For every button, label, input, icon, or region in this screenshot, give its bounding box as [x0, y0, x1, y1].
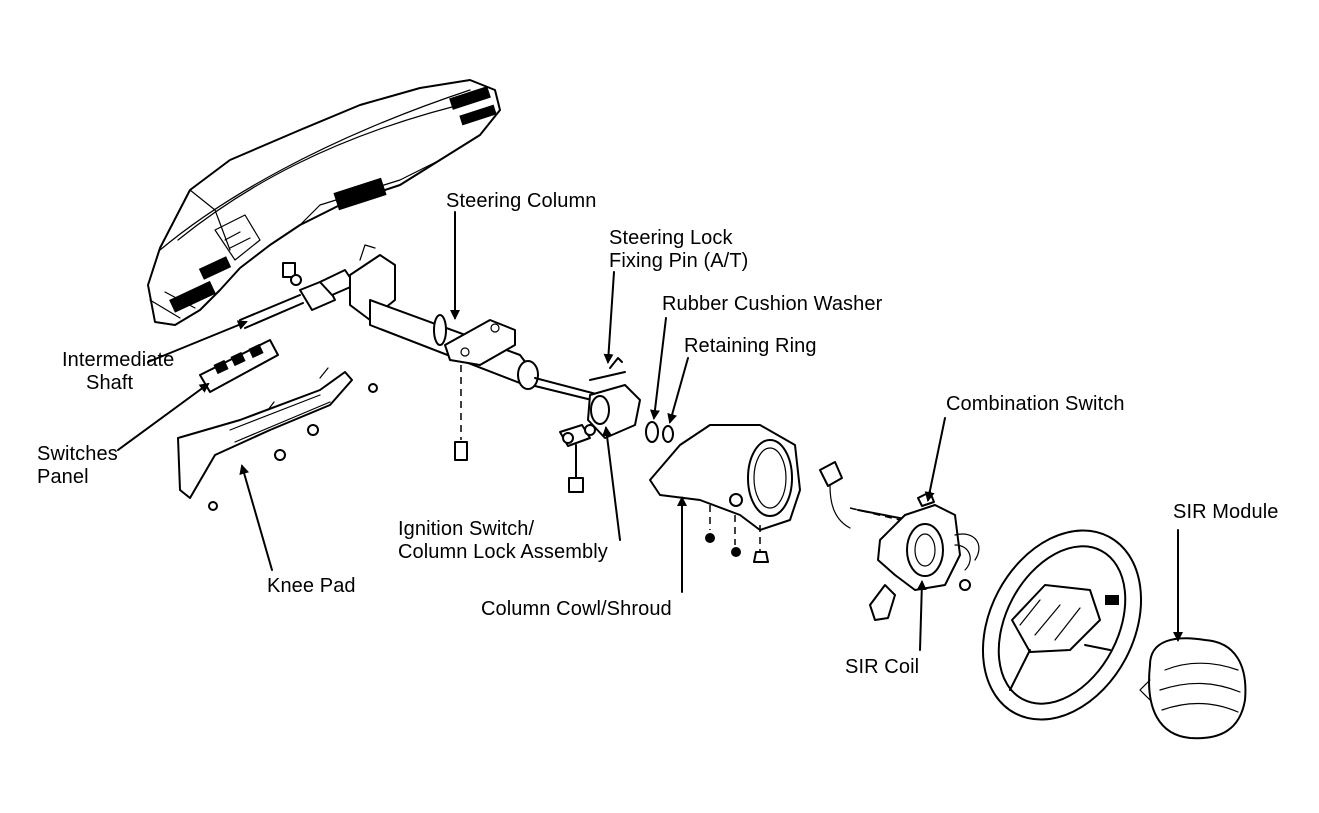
label-rubber-cushion-washer: Rubber Cushion Washer — [662, 293, 883, 315]
label-sir-module: SIR Module — [1173, 501, 1279, 523]
arrow-steering-lock-pin — [603, 271, 615, 364]
label-steering-lock-line2: Fixing Pin (A/T) — [609, 250, 749, 272]
arrow-rubber-cushion-washer — [649, 317, 667, 420]
washer-ring-parts — [645, 421, 674, 443]
label-retaining-ring: Retaining Ring — [684, 335, 817, 357]
sir-module-part — [1139, 637, 1247, 740]
label-ignition-switch-line2: Column Lock Assembly — [398, 541, 608, 563]
label-ignition-switch-line1: Ignition Switch/ — [398, 518, 535, 540]
steering-column-part — [349, 244, 601, 461]
intermediate-shaft-part — [239, 262, 356, 329]
label-switches-panel-line1: Switches — [37, 443, 118, 465]
column-cowl-part — [649, 424, 801, 563]
label-combination-switch: Combination Switch — [946, 393, 1125, 415]
switches-panel-part — [199, 339, 378, 393]
ignition-lock-part — [559, 357, 641, 493]
arrow-intermediate-shaft — [147, 320, 248, 363]
label-sir-coil: SIR Coil — [845, 656, 920, 678]
arrow-ignition-switch — [602, 426, 621, 541]
arrow-switches-panel — [117, 382, 210, 451]
label-intermediate-shaft-line2: Shaft — [86, 372, 134, 394]
label-steering-lock-line1: Steering Lock — [609, 227, 733, 249]
arrow-combination-switch — [924, 417, 946, 502]
label-knee-pad: Knee Pad — [267, 575, 356, 597]
leader-lines — [117, 211, 1183, 651]
label-column-cowl: Column Cowl/Shroud — [481, 598, 672, 620]
arrow-knee-pad — [239, 464, 273, 571]
combination-switch-part — [819, 461, 980, 621]
label-steering-column: Steering Column — [446, 190, 597, 212]
instrument-panel — [147, 79, 501, 326]
steering-wheel-part — [981, 529, 1143, 721]
label-intermediate-shaft-line1: Intermediate — [62, 349, 175, 371]
label-switches-panel-line2: Panel — [37, 466, 89, 488]
arrow-sir-coil — [916, 580, 927, 651]
knee-pad-part — [177, 367, 353, 511]
arrow-retaining-ring — [667, 357, 689, 424]
